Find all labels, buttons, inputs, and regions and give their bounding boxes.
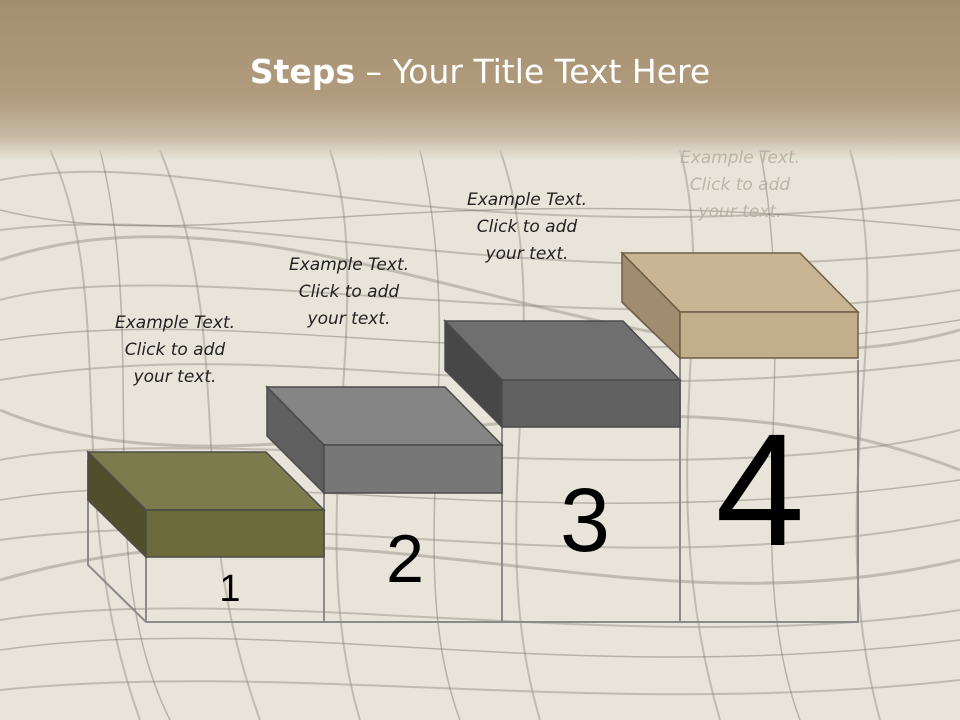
step-3-caption[interactable]: Example Text. Click to add your text. — [437, 187, 617, 268]
slide-title[interactable]: Steps – Your Title Text Here — [0, 52, 960, 91]
caption-line: your text. — [307, 309, 391, 329]
caption-line: your text. — [133, 367, 217, 387]
caption-line: Example Text. — [114, 313, 236, 333]
title-rest-part: – Your Title Text Here — [355, 52, 711, 91]
caption-line: Example Text. — [466, 190, 588, 210]
step-1-block[interactable] — [86, 450, 326, 559]
caption-line: Click to add — [476, 217, 578, 237]
caption-line: your text. — [485, 244, 569, 264]
caption-line: Example Text. — [679, 148, 801, 168]
caption-line: Click to add — [298, 282, 400, 302]
step-2-caption[interactable]: Example Text. Click to add your text. — [259, 252, 439, 333]
step-3-number: 3 — [559, 471, 611, 571]
title-bold-part: Steps — [249, 52, 356, 91]
step-2-block[interactable] — [265, 385, 504, 495]
caption-line: Example Text. — [288, 255, 410, 275]
step-2-number: 2 — [386, 521, 424, 597]
caption-line: your text. — [698, 202, 782, 222]
step-1-caption[interactable]: Example Text. Click to add your text. — [85, 310, 265, 391]
step-4-number: 4 — [715, 400, 805, 579]
step-4-block[interactable] — [620, 251, 860, 360]
step-4-caption[interactable]: Example Text. Click to add your text. — [650, 145, 830, 226]
title-band — [0, 0, 960, 160]
caption-line: Click to add — [124, 340, 226, 360]
caption-line: Click to add — [689, 175, 791, 195]
step-3-block[interactable] — [443, 319, 682, 429]
step-1-number: 1 — [219, 568, 241, 610]
